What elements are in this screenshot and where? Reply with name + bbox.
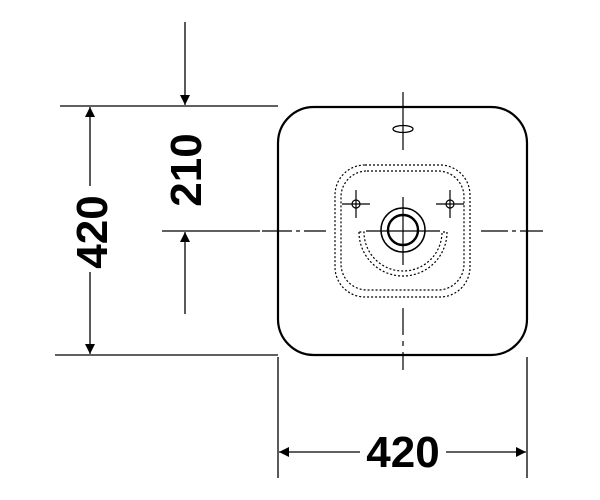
- extension-lines: [55, 105, 528, 478]
- center-lines: [262, 92, 543, 370]
- bowl-bottom-hidden-line: [358, 231, 448, 277]
- bowl-inner-hidden-line: [340, 170, 465, 291]
- drain-inner-ring: [386, 213, 420, 247]
- height-dimension-label: 420: [68, 195, 117, 268]
- right-tap-marker: [436, 190, 464, 218]
- bowl-outer-hidden-line: [334, 164, 471, 298]
- overflow-hole: [392, 124, 414, 134]
- width-dimension-label: 420: [366, 428, 439, 477]
- center-height-dimension-label: 210: [162, 133, 211, 206]
- left-tap-marker: [342, 190, 370, 218]
- drain-outer-ring: [380, 207, 426, 253]
